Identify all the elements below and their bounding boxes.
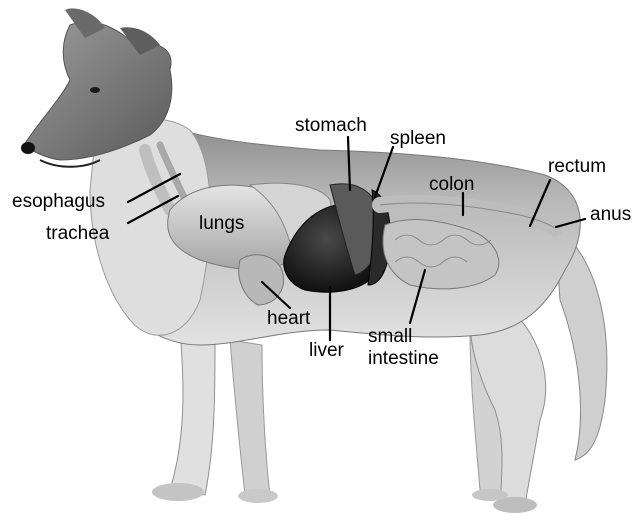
label-spleen: spleen (390, 129, 446, 149)
dog-front-paw-far (238, 489, 278, 503)
label-trachea: trachea (46, 224, 109, 244)
label-liver: liver (309, 341, 344, 361)
label-anus: anus (590, 205, 631, 225)
dog-nose (21, 142, 35, 154)
dog-front-paw (152, 483, 204, 501)
label-stomach: stomach (295, 116, 367, 136)
label-colon: colon (429, 175, 474, 195)
label-heart: heart (267, 309, 310, 329)
dog-eye (90, 87, 100, 93)
label-lungs: lungs (199, 214, 244, 234)
label-rectum: rectum (548, 157, 606, 177)
dog-front-leg-far (230, 340, 270, 497)
label-small-intestine: small intestine (368, 326, 439, 370)
dog-mouth (40, 160, 100, 167)
dog-front-leg-near (170, 330, 215, 495)
label-esophagus: esophagus (12, 192, 105, 212)
dog-hind-paw-far (472, 489, 508, 501)
